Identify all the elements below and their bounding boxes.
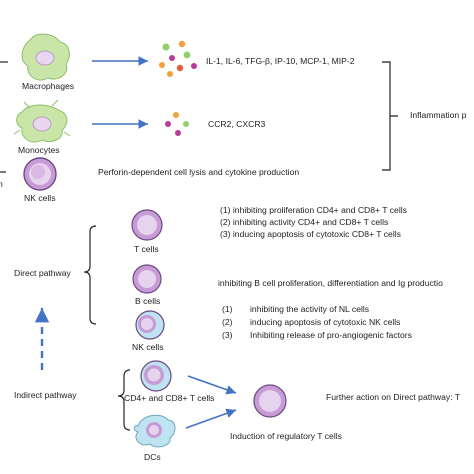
monocyte-icon [13, 99, 71, 143]
macrophage-icon [21, 33, 70, 81]
regulatory-t-cell-icon [253, 384, 287, 418]
t-cells-effect-1: (1) inhibiting proliferation CD4+ and CD… [220, 205, 407, 215]
direct-pathway-label: Direct pathway [14, 268, 71, 278]
b-cells-effect: inhibiting B cell proliferation, differe… [218, 278, 443, 288]
nk-cell-icon [23, 157, 57, 191]
nk-function-text: Perforin-dependent cell lysis and cytoki… [98, 167, 300, 177]
nk-cells-label-top: NK cells [24, 193, 56, 203]
t-cells-label: T cells [134, 244, 159, 254]
cytokine-dots-icon [159, 40, 197, 77]
nk-cell-direct-icon [135, 310, 165, 340]
inflammation-label: Inflammation p [410, 110, 467, 120]
nk-effect-3-num: (3) [222, 330, 233, 340]
cd-t-cells-label: CD4+ and CD8+ T cells [124, 393, 215, 403]
nk-effect-2-text: inducing apoptosis of cytotoxic NK cells [250, 317, 401, 327]
macrophage-cytokines: IL-1, IL-6, TFG-β, IP-10, MCP-1, MIP-2 [206, 56, 355, 66]
cd-t-cell-icon [140, 360, 172, 392]
dc-icon [133, 414, 176, 448]
t-cells-effect-2: (2) inhibiting activity CD4+ and CD8+ T … [220, 217, 389, 227]
treg-label: Induction of regulatory T cells [230, 431, 342, 441]
monocyte-cytokines: CCR2, CXCR3 [208, 119, 266, 129]
arrow-dc-to-treg [185, 408, 237, 429]
monocytes-label: Monocytes [18, 145, 60, 155]
nk-cells-label-direct: NK cells [132, 342, 164, 352]
arrow-cd-to-treg [187, 375, 237, 395]
inflammation-bracket [382, 61, 398, 171]
left-edge-text: n [0, 179, 3, 189]
monocyte-cytokine-dots-icon [165, 112, 189, 136]
dcs-label: DCs [144, 452, 161, 462]
b-cell-icon [132, 264, 162, 294]
nk-effect-3-text: Inhibiting release of pro-angiogenic fac… [250, 330, 412, 340]
indirect-pathway-label: Indirect pathway [14, 390, 77, 400]
nk-effect-1-text: inhibiting the activity of NL cells [250, 304, 370, 314]
direct-pathway-bracket [83, 225, 97, 325]
indirect-pathway-bracket [117, 369, 131, 431]
nk-effect-1-num: (1) [222, 304, 233, 314]
further-action-label: Further action on Direct pathway: T [326, 392, 461, 402]
macrophages-label: Macrophages [22, 81, 75, 91]
t-cells-effect-3: (3) inducing apoptosis of cytotoxic CD8+… [220, 229, 401, 239]
b-cells-label: B cells [135, 296, 161, 306]
t-cell-icon [131, 209, 163, 241]
nk-effect-2-num: (2) [222, 317, 233, 327]
